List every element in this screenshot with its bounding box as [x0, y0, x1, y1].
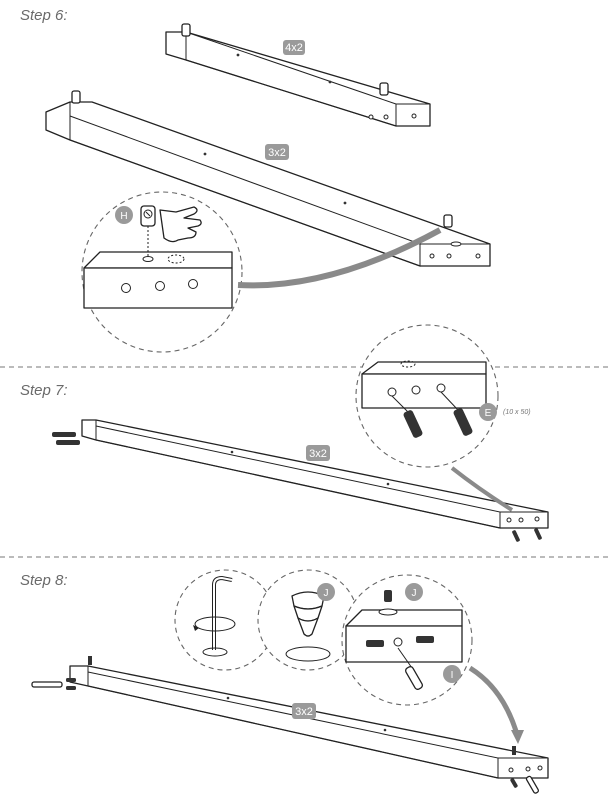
qty-badge-long-beam-step7: 3x2: [306, 445, 330, 461]
arrow-head: [511, 730, 524, 744]
beam-end-detail: [341, 574, 473, 706]
callout-arrow-step6: [237, 227, 442, 289]
badge-letter: J: [412, 588, 417, 599]
cam-lock-icon: [140, 205, 156, 227]
detail-callout-step7: [355, 324, 499, 468]
short-beam: [165, 23, 431, 127]
hardware-size-note: (10 x 50): [503, 409, 531, 416]
long-beam-step7: [81, 419, 549, 529]
qty-badge-long-beam-step6: 3x2: [265, 144, 289, 160]
hardware-badge-h: H: [115, 206, 133, 224]
long-beam: [45, 90, 491, 267]
badge-letter: E: [485, 408, 492, 419]
qty-text: 3x2: [309, 448, 327, 460]
qty-text: 3x2: [295, 706, 313, 718]
wooden-dowel-icon: [31, 678, 540, 794]
hardware-badge-i: I: [443, 665, 461, 683]
hand-pointer-icon: [159, 206, 202, 243]
qty-badge-short-beam: 4x2: [283, 40, 305, 55]
badge-letter: I: [451, 670, 454, 681]
cam-nut-detail: [257, 569, 359, 671]
qty-text: 4x2: [285, 42, 303, 54]
callout-arrow-step7: [450, 466, 514, 512]
detail-callout-step6: [81, 191, 243, 353]
dowel-bolt-icon: [52, 432, 542, 542]
qty-text: 3x2: [268, 147, 286, 159]
hardware-badge-e: E: [479, 403, 497, 421]
step-6-label: Step 6:: [20, 7, 68, 24]
bolt-detail: [403, 408, 473, 438]
step-8-label: Step 8:: [20, 572, 68, 589]
badge-letter: J: [324, 588, 329, 599]
qty-badge-long-beam-step8: 3x2: [292, 703, 316, 719]
step-7-label: Step 7:: [20, 382, 68, 399]
hardware-badge-j-second: J: [405, 583, 423, 601]
badge-letter: H: [120, 211, 127, 222]
callout-arrow-step8: [468, 665, 521, 739]
hardware-badge-j: J: [317, 583, 335, 601]
